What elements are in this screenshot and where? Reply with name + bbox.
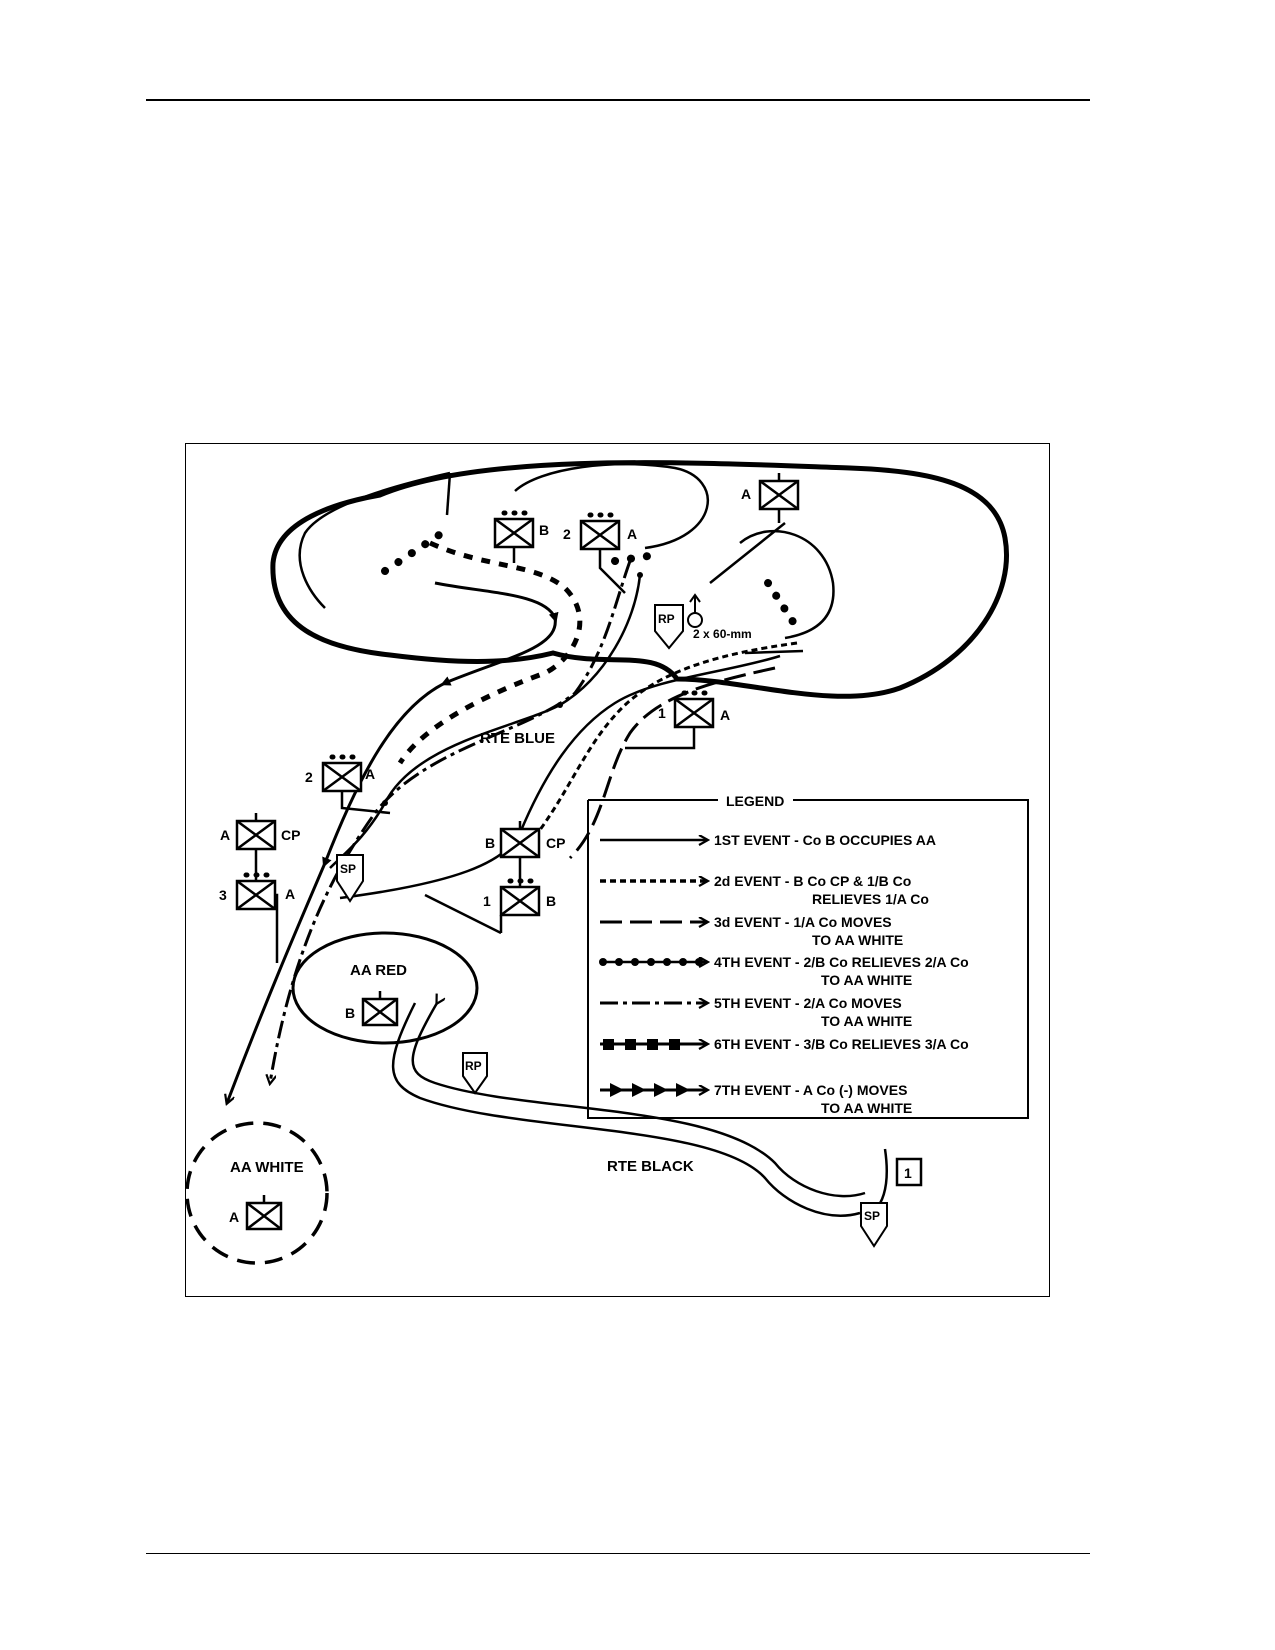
svg-text:CP: CP bbox=[546, 835, 565, 851]
svg-text:RP: RP bbox=[658, 612, 675, 626]
svg-text:A: A bbox=[365, 766, 375, 782]
unit-a-cp: A CP bbox=[220, 813, 300, 851]
aa-red-label: AA RED bbox=[350, 962, 407, 979]
rte-blue-label: RTE BLUE bbox=[480, 730, 555, 747]
legend-item-5: 5TH EVENT - 2/A Co MOVES bbox=[714, 995, 902, 1011]
unit-1-a-mid: 1 A bbox=[625, 690, 730, 750]
svg-text:SP: SP bbox=[340, 862, 356, 876]
svg-text:SP: SP bbox=[864, 1209, 880, 1223]
boundary-dots-center bbox=[611, 551, 659, 565]
footer-rule bbox=[146, 1553, 1090, 1554]
sector-left bbox=[298, 471, 451, 609]
legend-item-6: 6TH EVENT - 3/B Co RELIEVES 3/A Co bbox=[714, 1036, 969, 1052]
svg-text:A: A bbox=[285, 886, 295, 902]
sp-bottom-marker: SP bbox=[860, 1202, 888, 1248]
start-point-1-marker: 1 bbox=[895, 1157, 923, 1187]
relief-in-place-diagram: AA RED AA WHITE RTE BLUE RTE BLACK 2 x 6… bbox=[185, 460, 1029, 1265]
svg-text:A: A bbox=[229, 1209, 239, 1225]
unit-b-cp: B CP bbox=[485, 821, 565, 859]
route-black-inner bbox=[411, 1003, 866, 1198]
unit-b-aa-red: B bbox=[345, 991, 399, 1027]
route-black bbox=[391, 1002, 861, 1217]
sector-center bbox=[514, 462, 710, 550]
sector-right bbox=[739, 529, 835, 640]
aa-red-area bbox=[291, 931, 479, 1045]
route-3rd-event bbox=[568, 666, 776, 860]
svg-text:2: 2 bbox=[563, 526, 571, 542]
legend-item-3: 3d EVENT - 1/A Co MOVES bbox=[714, 914, 892, 930]
legend-title: LEGEND bbox=[726, 793, 784, 809]
unit-a-aa-white: A bbox=[229, 1195, 283, 1231]
legend-item-1: 1ST EVENT - Co B OCCUPIES AA bbox=[714, 832, 936, 848]
svg-text:RP: RP bbox=[465, 1059, 482, 1073]
svg-text:B: B bbox=[546, 893, 556, 909]
legend-item-2b: RELIEVES 1/A Co bbox=[812, 891, 929, 907]
route-7th-event bbox=[227, 581, 555, 1103]
legend-item-2: 2d EVENT - B Co CP & 1/B Co bbox=[714, 873, 911, 889]
boundary-dots-left bbox=[381, 527, 449, 575]
svg-text:B: B bbox=[345, 1005, 355, 1021]
legend-item-3b: TO AA WHITE bbox=[812, 932, 903, 948]
unit-b-co-top: B bbox=[493, 510, 549, 563]
legend-item-7: 7TH EVENT - A Co (-) MOVES bbox=[714, 1082, 907, 1098]
svg-text:CP: CP bbox=[281, 827, 300, 843]
svg-text:B: B bbox=[539, 522, 549, 538]
sp-left-marker: SP bbox=[336, 854, 364, 903]
unit-1-b-right: 1 B bbox=[424, 857, 556, 935]
unit-3-a-left: 3 A bbox=[219, 849, 295, 963]
rte-black-label: RTE BLACK bbox=[607, 1158, 694, 1175]
sector-left-inner bbox=[445, 472, 452, 516]
legend-squares-6 bbox=[603, 1039, 680, 1050]
figure-frame bbox=[185, 443, 1050, 1297]
unit-2-a-top: 2 A bbox=[563, 512, 637, 594]
svg-text:3: 3 bbox=[219, 887, 227, 903]
rp-top-marker: RP bbox=[654, 604, 684, 650]
svg-text:A: A bbox=[720, 707, 730, 723]
sector-line-right bbox=[744, 649, 804, 655]
aa-white-label: AA WHITE bbox=[230, 1159, 304, 1176]
rp-bottom-marker: RP bbox=[462, 1052, 488, 1095]
svg-text:A: A bbox=[741, 486, 751, 502]
unit-a-top-right: A bbox=[741, 473, 800, 523]
svg-text:B: B bbox=[485, 835, 495, 851]
svg-text:A: A bbox=[627, 526, 637, 542]
svg-text:1: 1 bbox=[904, 1165, 912, 1181]
legend-item-4: 4TH EVENT - 2/B Co RELIEVES 2/A Co bbox=[714, 954, 969, 970]
legend-item-7b: TO AA WHITE bbox=[821, 1100, 912, 1116]
sector-line-tick bbox=[709, 522, 786, 584]
boundary-dots-right bbox=[764, 579, 801, 632]
svg-text:1: 1 bbox=[658, 705, 666, 721]
svg-text:1: 1 bbox=[483, 893, 491, 909]
legend-item-4b: TO AA WHITE bbox=[821, 972, 912, 988]
aa-white-area bbox=[185, 1121, 329, 1265]
legend-item-5b: TO AA WHITE bbox=[821, 1013, 912, 1029]
mortar-label: 2 x 60-mm bbox=[693, 627, 752, 641]
svg-text:A: A bbox=[220, 827, 230, 843]
legend: LEGEND 1ST EVENT - Co B OCCUPIES AA 2d E… bbox=[587, 793, 1029, 1119]
mortar-symbol bbox=[687, 612, 703, 628]
header-rule bbox=[146, 99, 1090, 101]
legend-dots-4 bbox=[599, 958, 703, 966]
unit-2-a-left: 2 A bbox=[305, 754, 391, 815]
mortar-arrow bbox=[689, 593, 701, 613]
legend-triangles-7 bbox=[610, 1083, 690, 1097]
svg-text:2: 2 bbox=[305, 769, 313, 785]
